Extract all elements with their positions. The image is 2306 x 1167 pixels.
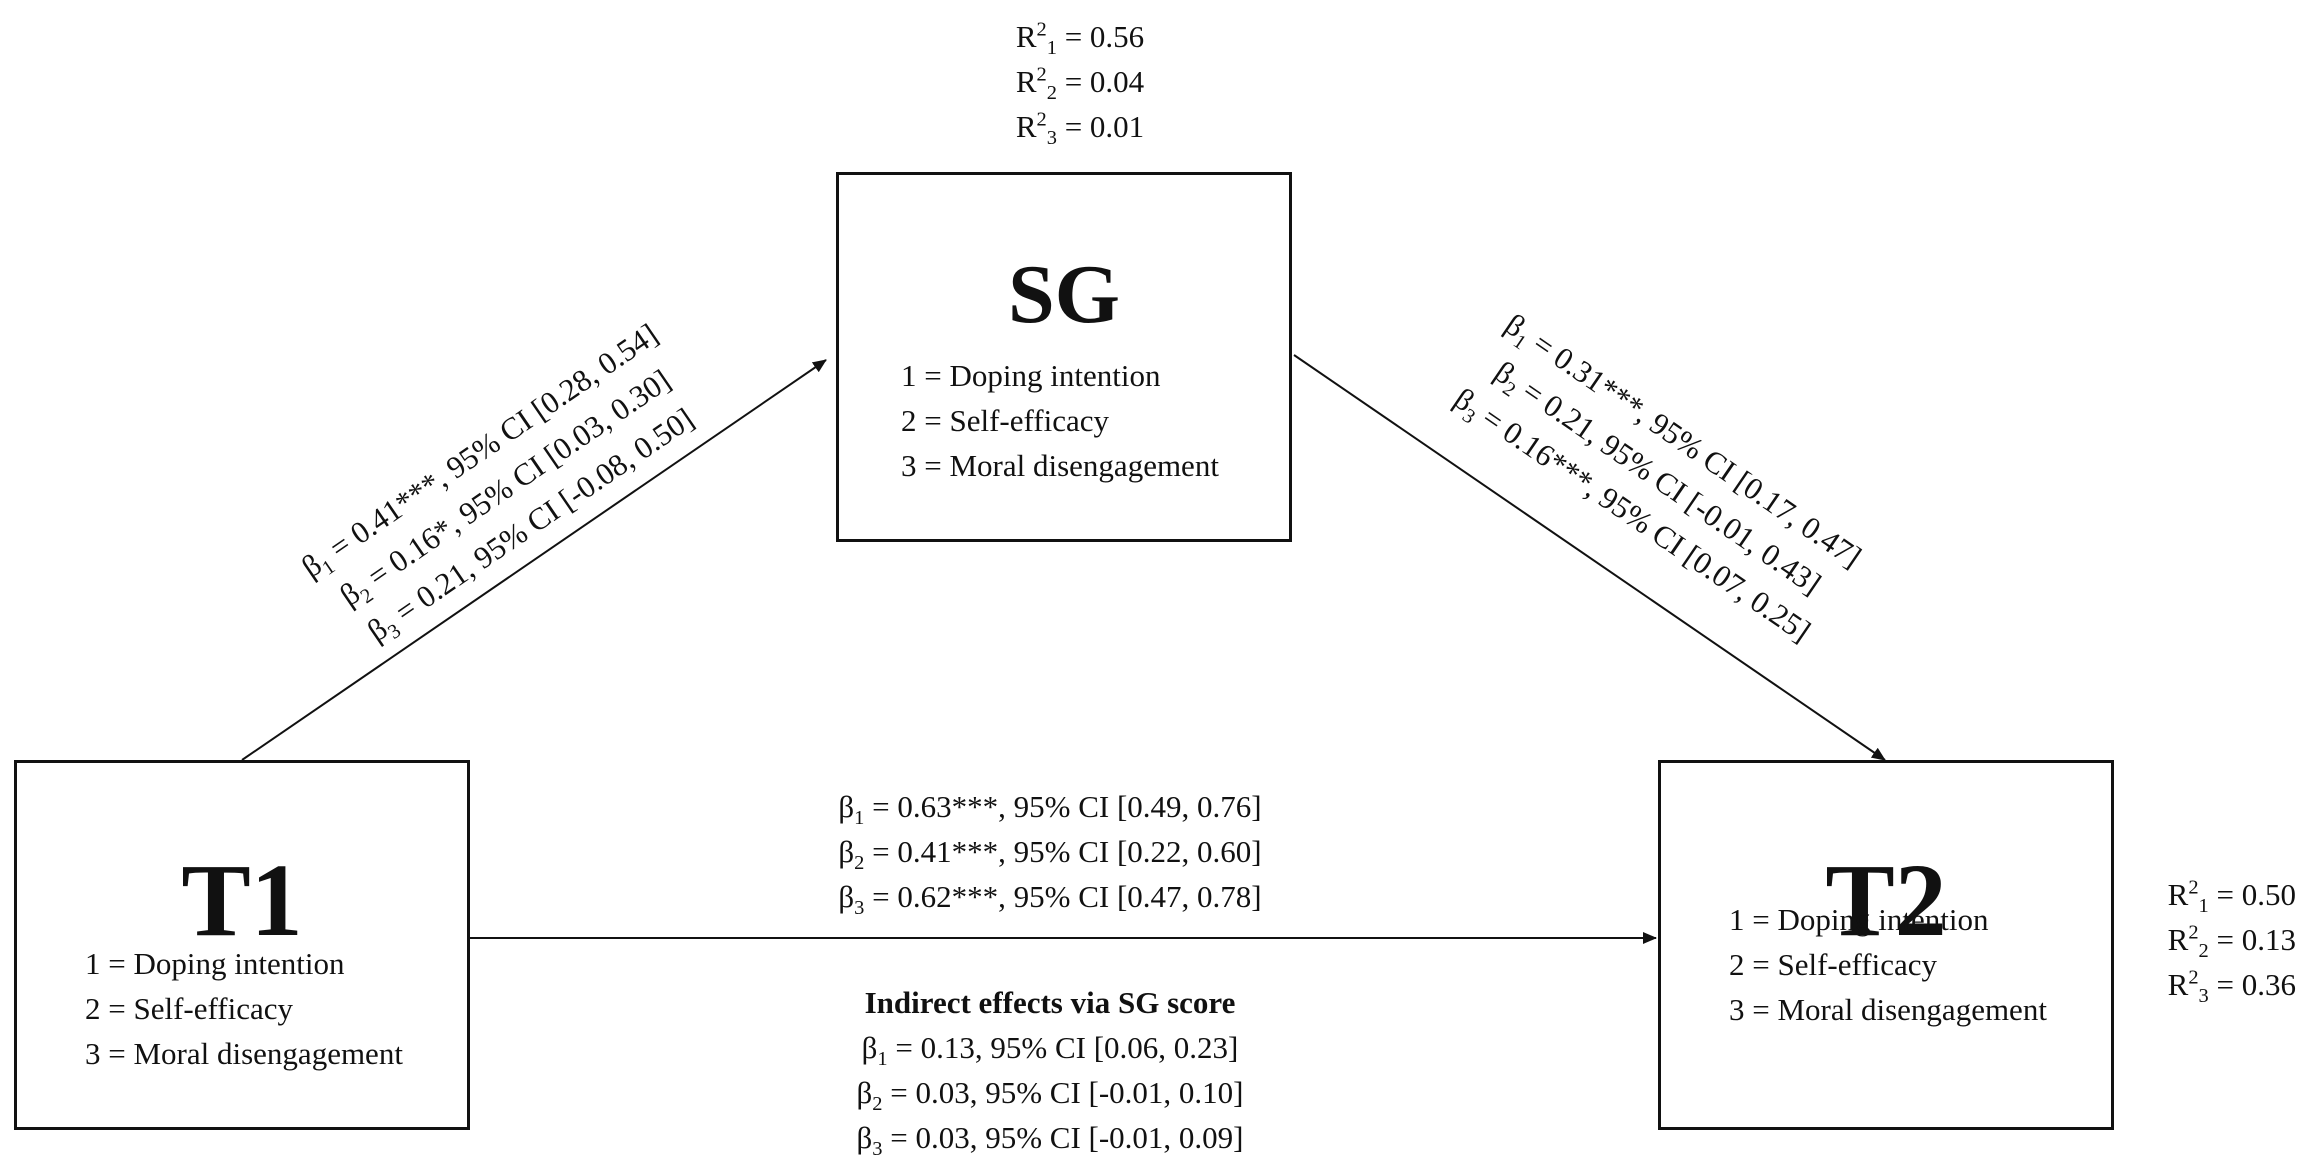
path-t1-t2-coefficients: β1 = 0.63***, 95% CI [0.49, 0.76] β2 = 0…: [790, 784, 1310, 919]
t1-item-self-efficacy: 2 = Self-efficacy: [85, 991, 293, 1026]
t2-item-self-efficacy: 2 = Self-efficacy: [1729, 947, 1937, 982]
sg-r2-line: R23 = 0.01: [1015, 108, 1145, 150]
t1-item-doping-intention: 1 = Doping intention: [85, 946, 345, 981]
sg-node-box: SG 1 = Doping intention 2 = Self-efficac…: [836, 172, 1292, 542]
indirect-coef-line: β1 = 0.13, 95% CI [0.06, 0.23]: [861, 1030, 1239, 1071]
indirect-effects-heading: Indirect effects via SG score: [864, 985, 1236, 1020]
path-coef-line: β1 = 0.63***, 95% CI [0.49, 0.76]: [838, 789, 1262, 830]
t1-item-moral-disengagement: 3 = Moral disengagement: [85, 1036, 403, 1071]
path-coef-line: β3 = 0.62***, 95% CI [0.47, 0.78]: [838, 879, 1262, 920]
t2-node-box: T2 1 = Doping intention 2 = Self-efficac…: [1658, 760, 2114, 1130]
sg-item-doping-intention: 1 = Doping intention: [901, 358, 1161, 393]
path-coef-line: β2 = 0.41***, 95% CI [0.22, 0.60]: [838, 834, 1262, 875]
sg-node-title: SG: [1007, 248, 1121, 341]
t2-node-items: 1 = Doping intention 2 = Self-efficacy 3…: [1729, 897, 2047, 1032]
t2-item-moral-disengagement: 3 = Moral disengagement: [1729, 992, 2047, 1027]
indirect-coef-line: β3 = 0.03, 95% CI [-0.01, 0.09]: [856, 1120, 1244, 1161]
t2-node-title: T2: [1825, 843, 1947, 958]
sg-item-moral-disengagement: 3 = Moral disengagement: [901, 448, 1219, 483]
t2-r2-line: R21 = 0.50: [2167, 876, 2296, 918]
sg-r2-line: R22 = 0.04: [1015, 63, 1145, 105]
indirect-coef-line: β2 = 0.03, 95% CI [-0.01, 0.10]: [856, 1075, 1244, 1116]
indirect-effects-block: Indirect effects via SG score β1 = 0.13,…: [790, 980, 1310, 1160]
sg-r2-list: R21 = 0.56 R22 = 0.04 R23 = 0.01: [960, 14, 1200, 149]
t2-r2-line: R22 = 0.13: [2167, 921, 2296, 963]
t2-r2-line: R23 = 0.36: [2167, 966, 2296, 1008]
sg-item-self-efficacy: 2 = Self-efficacy: [901, 403, 1109, 438]
t2-item-doping-intention: 1 = Doping intention: [1729, 902, 1989, 937]
t1-node-items: 1 = Doping intention 2 = Self-efficacy 3…: [85, 941, 403, 1076]
arrow-t1-to-sg: [241, 359, 827, 761]
t2-r2-list: R21 = 0.50 R22 = 0.13 R23 = 0.36: [2146, 872, 2296, 1007]
sg-r2-line: R21 = 0.56: [1015, 18, 1145, 60]
t1-node-box: T1 1 = Doping intention 2 = Self-efficac…: [14, 760, 470, 1130]
arrow-sg-to-t2: [1293, 354, 1886, 761]
sg-node-items: 1 = Doping intention 2 = Self-efficacy 3…: [901, 353, 1219, 488]
t1-node-title: T1: [181, 843, 303, 958]
